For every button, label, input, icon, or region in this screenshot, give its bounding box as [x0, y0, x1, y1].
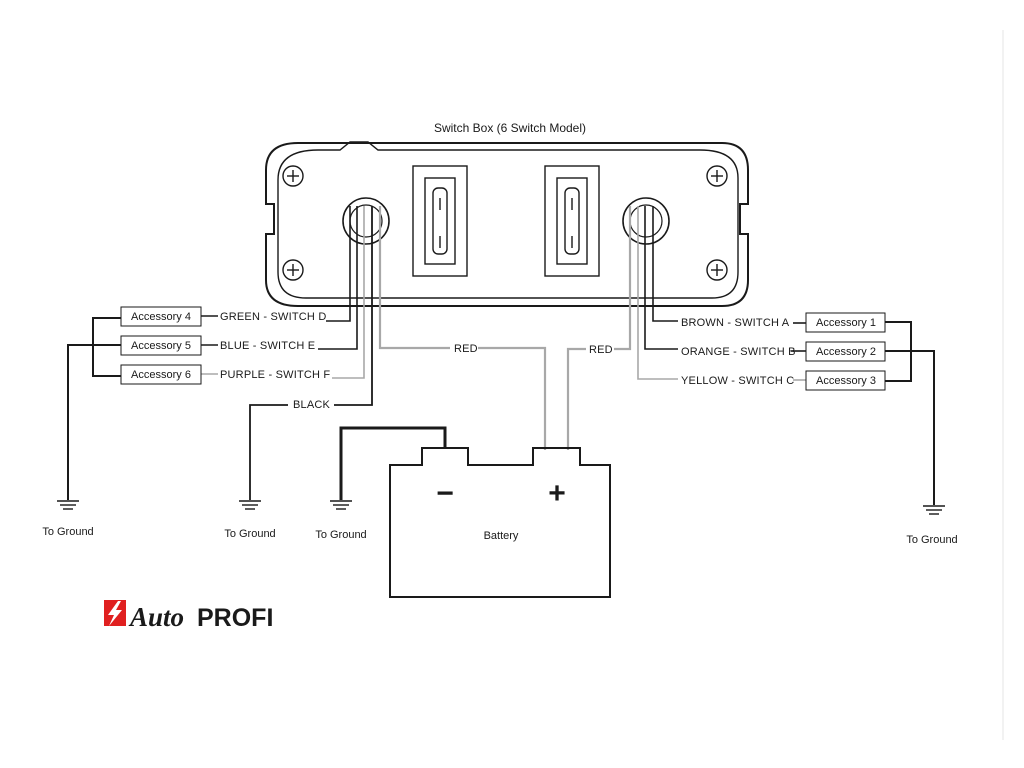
- wire-labels: GREEN - SWITCH D BLUE - SWITCH E PURPLE …: [220, 311, 796, 411]
- accessory-box: Accessory 3: [805, 370, 886, 391]
- wire-label-purple: PURPLE - SWITCH F: [220, 369, 330, 381]
- diagram-title: Switch Box (6 Switch Model): [434, 121, 586, 135]
- switch-box: [265, 141, 749, 307]
- accessory-label: Accessory 3: [816, 375, 876, 387]
- wire-red-left-battery: [478, 346, 547, 450]
- accessory-box: Accessory 1: [805, 312, 886, 333]
- wire-black: [334, 206, 373, 406]
- wire-label-brown: BROWN - SWITCH A: [681, 317, 790, 329]
- wires: [67, 206, 935, 505]
- wire-orange: [644, 206, 678, 350]
- battery-negative-sign: −: [436, 477, 454, 510]
- logo-text-auto: Auto: [128, 602, 184, 632]
- ground-label: To Ground: [224, 528, 275, 540]
- wire-label-yellow: YELLOW - SWITCH C: [681, 375, 794, 387]
- wire-purple: [332, 206, 365, 379]
- screw-top-right-icon: [706, 165, 728, 187]
- ground-label: To Ground: [906, 534, 957, 546]
- wire-label-red-left: RED: [454, 343, 478, 355]
- accessories-left: Accessory 4 Accessory 5 Accessory 6: [120, 306, 202, 385]
- accessory-box: Accessory 2: [805, 341, 886, 362]
- lightning-bolt-icon: [104, 600, 126, 626]
- wire-blue: [318, 206, 358, 350]
- wire-red-left: [378, 206, 450, 350]
- accessory-box: Accessory 6: [120, 364, 202, 385]
- wire-green: [326, 206, 351, 322]
- wire-label-orange: ORANGE - SWITCH B: [681, 346, 796, 358]
- screw-bottom-right-icon: [706, 259, 728, 281]
- wire-red-right: [614, 206, 632, 351]
- wire-label-red-right: RED: [589, 344, 613, 356]
- battery-label: Battery: [484, 530, 519, 542]
- accessory-label: Accessory 2: [816, 346, 876, 358]
- accessory-box: Accessory 4: [120, 306, 202, 327]
- battery: [389, 447, 611, 598]
- accessory-label: Accessory 1: [816, 317, 876, 329]
- accessory-box: Accessory 5: [120, 335, 202, 356]
- screw-bottom-left-icon: [282, 259, 304, 281]
- autoprofi-logo: Auto PROFI: [104, 600, 273, 632]
- ground-icon: [923, 505, 945, 515]
- wire-red-right-battery: [566, 347, 586, 450]
- ground-icon: [330, 500, 352, 510]
- ground-icon: [57, 500, 79, 510]
- wire-battery-negative: [339, 426, 447, 500]
- accessory-label: Accessory 4: [131, 311, 191, 323]
- wire-brown: [652, 206, 678, 322]
- accessory-label: Accessory 6: [131, 369, 191, 381]
- ground-icon: [239, 500, 261, 510]
- wire-label-green: GREEN - SWITCH D: [220, 311, 326, 323]
- wire-label-black: BLACK: [293, 399, 331, 411]
- fuse-module-left: [412, 165, 468, 277]
- accessory-label: Accessory 5: [131, 340, 191, 352]
- ground-label: To Ground: [42, 526, 93, 538]
- screw-top-left-icon: [282, 165, 304, 187]
- ground-label: To Ground: [315, 529, 366, 541]
- wire-black-ground: [249, 404, 288, 500]
- wire-label-blue: BLUE - SWITCH E: [220, 340, 315, 352]
- fuse-module-right: [544, 165, 600, 277]
- accessories-right: Accessory 1 Accessory 2 Accessory 3: [805, 312, 886, 391]
- logo-text-profi: PROFI: [197, 604, 273, 632]
- battery-positive-sign: +: [548, 477, 566, 510]
- wire-yellow: [637, 206, 678, 380]
